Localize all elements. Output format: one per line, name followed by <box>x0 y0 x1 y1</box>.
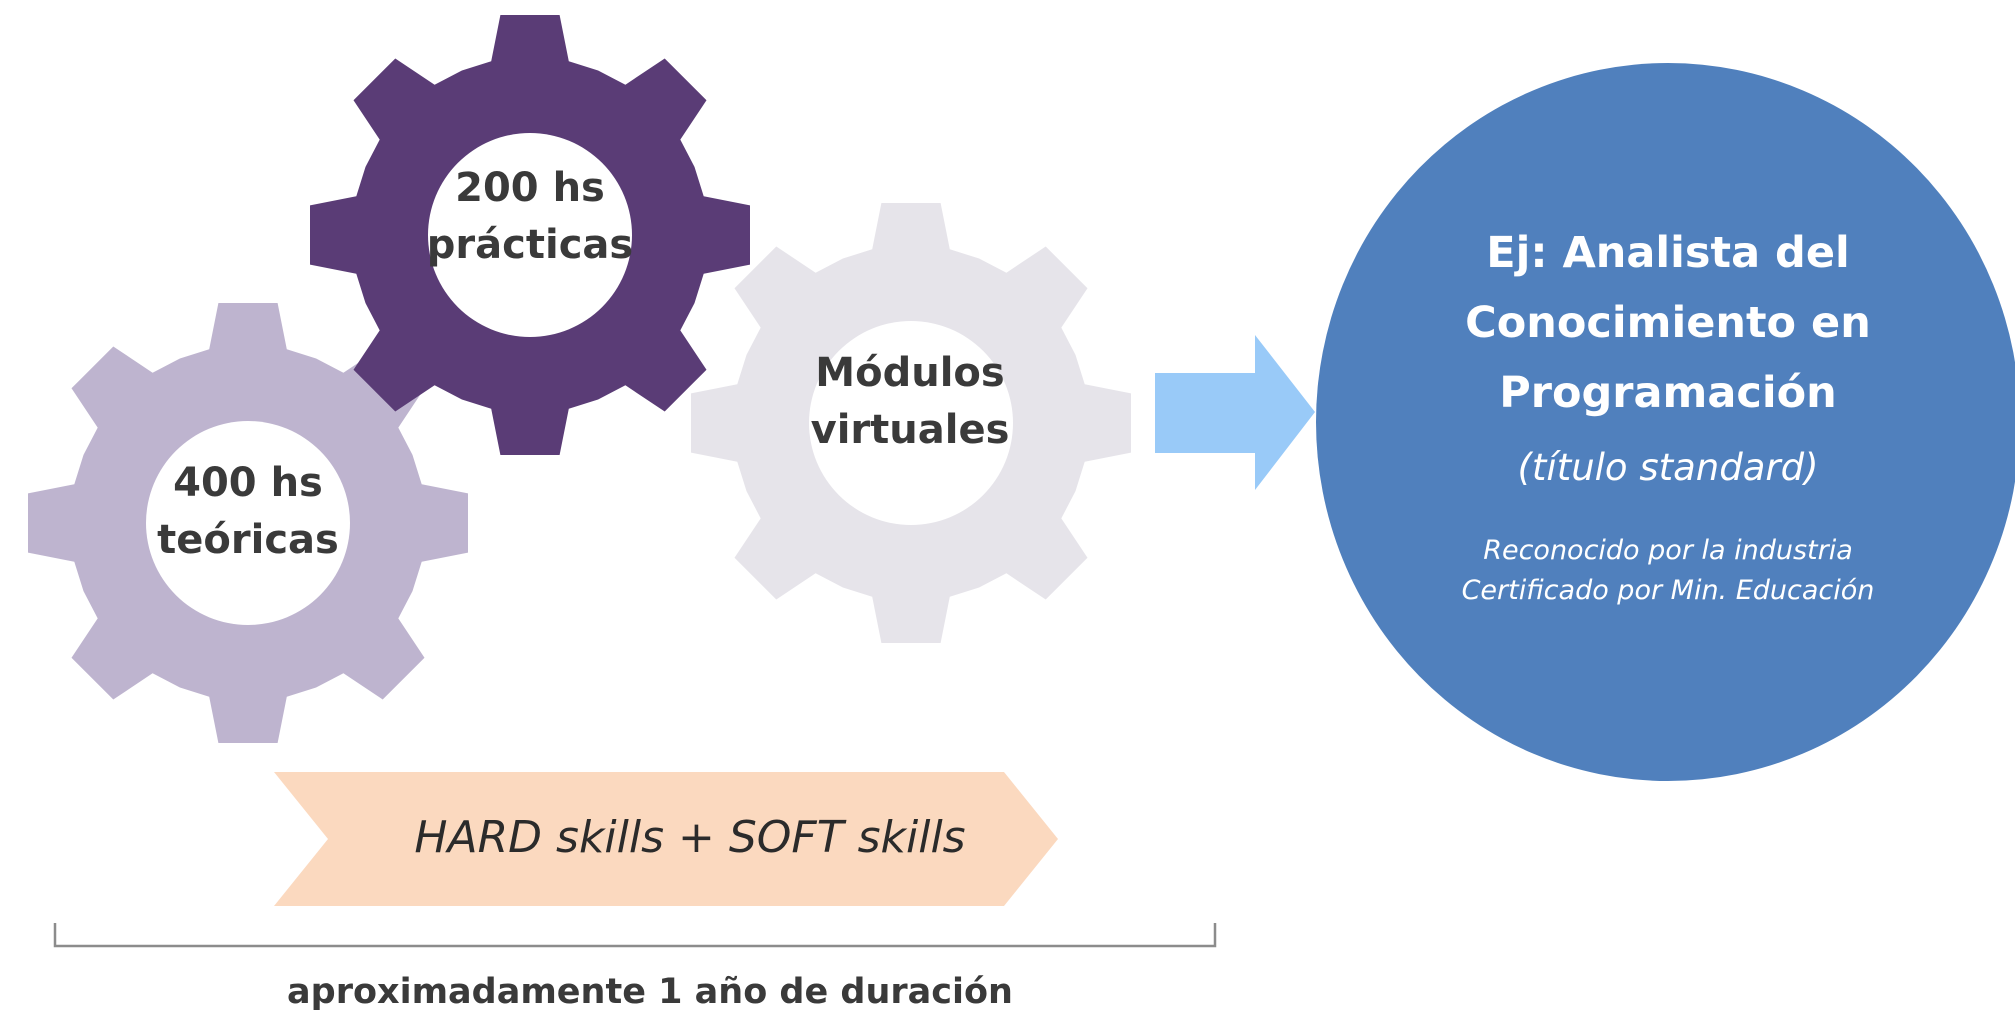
duration-label: aproximadamente 1 año de duración <box>287 972 1013 1012</box>
title-main: Ej: Analista del Conocimiento en Program… <box>1316 218 2015 428</box>
title-recognition-line1: Reconocido por la industria <box>1483 535 1853 566</box>
title-circle: Ej: Analista del Conocimiento en Program… <box>1316 63 2015 781</box>
title-recognition-line2: Certificado por Min. Educación <box>1461 575 1875 606</box>
gear-virtuales-label: Módulos virtuales <box>800 345 1020 459</box>
gear-virtuales-line1: Módulos <box>815 350 1005 396</box>
gear-teoricas-line1: 400 hs <box>173 460 323 506</box>
gear-virtuales-line2: virtuales <box>810 406 1010 453</box>
title-standard: (título standard) <box>1517 446 1819 489</box>
gear-practicas-label: 200 hs prácticas <box>420 160 640 274</box>
gear-teoricas-line2: teóricas <box>157 516 339 563</box>
duration-bracket <box>53 923 1217 948</box>
title-line3: Programación <box>1499 368 1837 418</box>
skills-label: HARD skills + SOFT skills <box>414 812 966 863</box>
arrow-right-icon <box>1155 335 1315 490</box>
skills-chevron-band <box>274 772 1058 906</box>
gear-practicas-line2: prácticas <box>426 221 634 268</box>
gear-virtuales-icon <box>691 203 1131 643</box>
gear-practicas-line1: 200 hs <box>455 165 605 211</box>
gear-practicas-icon <box>310 15 750 455</box>
title-recognition: Reconocido por la industria Certificado … <box>1316 531 2015 611</box>
gear-teoricas-icon <box>28 303 468 743</box>
title-line2: Conocimiento en <box>1465 298 1871 348</box>
gear-teoricas-label: 400 hs teóricas <box>138 455 358 569</box>
title-line1: Ej: Analista del <box>1486 228 1850 278</box>
